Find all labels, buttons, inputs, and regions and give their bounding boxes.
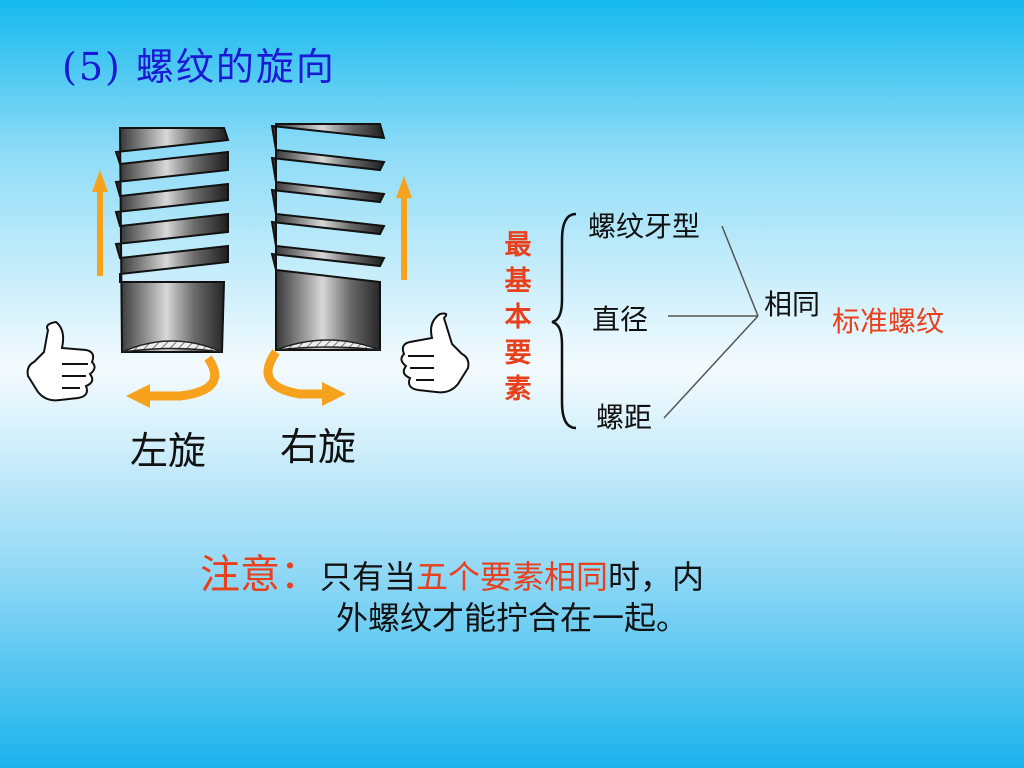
element-brace xyxy=(551,212,577,430)
right-up-arrow xyxy=(396,176,412,280)
left-thumb-icon xyxy=(26,320,96,402)
element-pitch: 螺距 xyxy=(596,401,653,434)
note-line-2: 外螺纹才能拧合在一起。 xyxy=(336,599,689,637)
basic-elements-vertical-label: 最 基 本 要 素 xyxy=(504,230,532,405)
right-rotation-arrow xyxy=(263,349,324,399)
right-hand-label: 右旋 xyxy=(280,425,357,469)
note-line-1: 注意：只有当五个要素相同时，内 xyxy=(200,552,705,598)
same-label: 相同 xyxy=(764,288,821,321)
left-hand-label: 左旋 xyxy=(130,429,207,473)
left-rotation-arrowhead xyxy=(126,384,150,408)
slide-title: (5) 螺纹的旋向 xyxy=(62,45,336,89)
left-up-arrow xyxy=(92,170,108,276)
right-thumb-icon xyxy=(400,312,470,394)
right-rotation-arrowhead xyxy=(322,382,346,406)
note-heading: 注意： xyxy=(200,552,320,598)
left-hand-bolt xyxy=(114,127,230,353)
standard-thread-label: 标准螺纹 xyxy=(832,305,945,338)
connector-lines xyxy=(663,225,759,419)
note-highlight: 五个要素相同 xyxy=(416,558,609,596)
element-thread-profile: 螺纹牙型 xyxy=(588,210,701,243)
left-rotation-arrow xyxy=(148,355,220,401)
element-diameter: 直径 xyxy=(592,303,649,336)
right-hand-bolt xyxy=(270,123,386,351)
